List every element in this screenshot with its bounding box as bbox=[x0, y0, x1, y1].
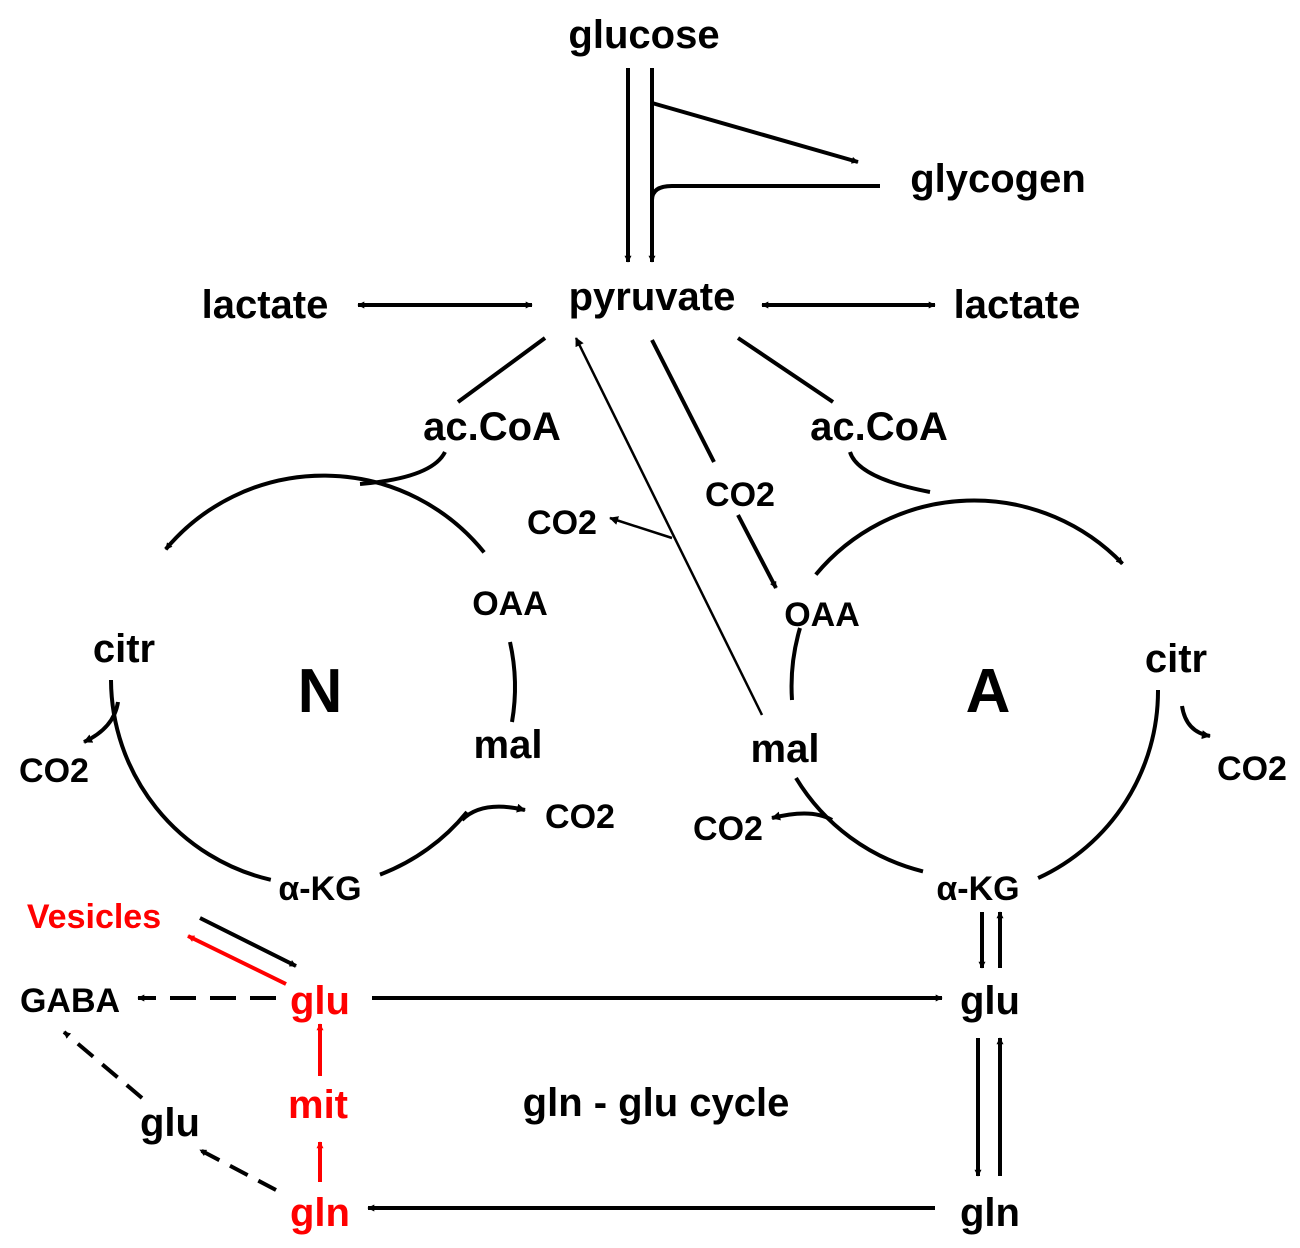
malic-enzyme-co2-arrow bbox=[609, 516, 673, 540]
co2-to-oaa-arrow bbox=[736, 514, 778, 589]
citr-a-label: citr bbox=[1145, 637, 1207, 681]
mit-label: mit bbox=[288, 1083, 348, 1127]
co2-a-citr-label: CO2 bbox=[1217, 750, 1287, 788]
oaa-n-label: OAA bbox=[472, 585, 548, 623]
acoa-a-label: ac.CoA bbox=[810, 405, 948, 449]
gln-to-glu-left-dashed-arrow bbox=[199, 1148, 277, 1192]
gaba-label: GABA bbox=[20, 982, 120, 1020]
co2-a-mal-label: CO2 bbox=[693, 810, 763, 848]
pyruvate-to-acoa-a-line bbox=[736, 336, 835, 404]
glu-left-label: glu bbox=[140, 1101, 200, 1145]
gln-n-label: gln bbox=[290, 1191, 350, 1235]
mal-a-label: mal bbox=[751, 727, 820, 771]
mal-to-pyruvate-arrow bbox=[574, 337, 764, 716]
glucose-label: glucose bbox=[568, 13, 719, 57]
oaa-a-label: OAA bbox=[784, 596, 860, 634]
co2-n-citr-label: CO2 bbox=[19, 752, 89, 790]
vesicles-to-glu-arrow bbox=[199, 916, 297, 968]
glycogen-label: glycogen bbox=[910, 157, 1086, 201]
lactate-right-label: lactate bbox=[954, 283, 1081, 327]
mal-n-label: mal bbox=[474, 723, 543, 767]
citr-n-label: citr bbox=[93, 627, 155, 671]
glu-a-label: glu bbox=[960, 979, 1020, 1023]
glu-left-to-gaba-dashed-arrow bbox=[62, 1030, 144, 1100]
gln-a-label: gln bbox=[960, 1191, 1020, 1235]
tca-cycle-a bbox=[771, 451, 1211, 880]
glucose-to-pyruvate-arrows bbox=[624, 68, 656, 263]
akg-n-label: α-KG bbox=[278, 870, 361, 908]
cycle-a-label: A bbox=[966, 657, 1011, 726]
pyruvate-to-co2-line bbox=[650, 339, 716, 463]
pyruvate-to-acoa-n-line bbox=[456, 336, 547, 404]
glu-to-vesicles-arrow bbox=[187, 934, 287, 986]
co2-malic-enzyme-label: CO2 bbox=[527, 504, 597, 542]
akg-a-label: α-KG bbox=[936, 870, 1019, 908]
lactate-left-label: lactate bbox=[202, 283, 329, 327]
co2-n-mal-label: CO2 bbox=[545, 798, 615, 836]
co2-carboxylation-label: CO2 bbox=[705, 476, 775, 514]
glycogen-to-pyruvate-line bbox=[650, 184, 880, 201]
cycle-caption: gln - glu cycle bbox=[523, 1081, 790, 1125]
tca-cycle-n bbox=[83, 450, 526, 882]
acoa-n-label: ac.CoA bbox=[423, 405, 561, 449]
vesicles-label: Vesicles bbox=[27, 898, 161, 936]
pyruvate-label: pyruvate bbox=[569, 275, 736, 319]
cycle-n-label: N bbox=[298, 657, 343, 726]
glu-n-label: glu bbox=[290, 979, 350, 1023]
glucose-to-glycogen-arrow bbox=[651, 101, 859, 164]
labels: glucose glycogen pyruvate lactate lactat… bbox=[19, 13, 1287, 1235]
